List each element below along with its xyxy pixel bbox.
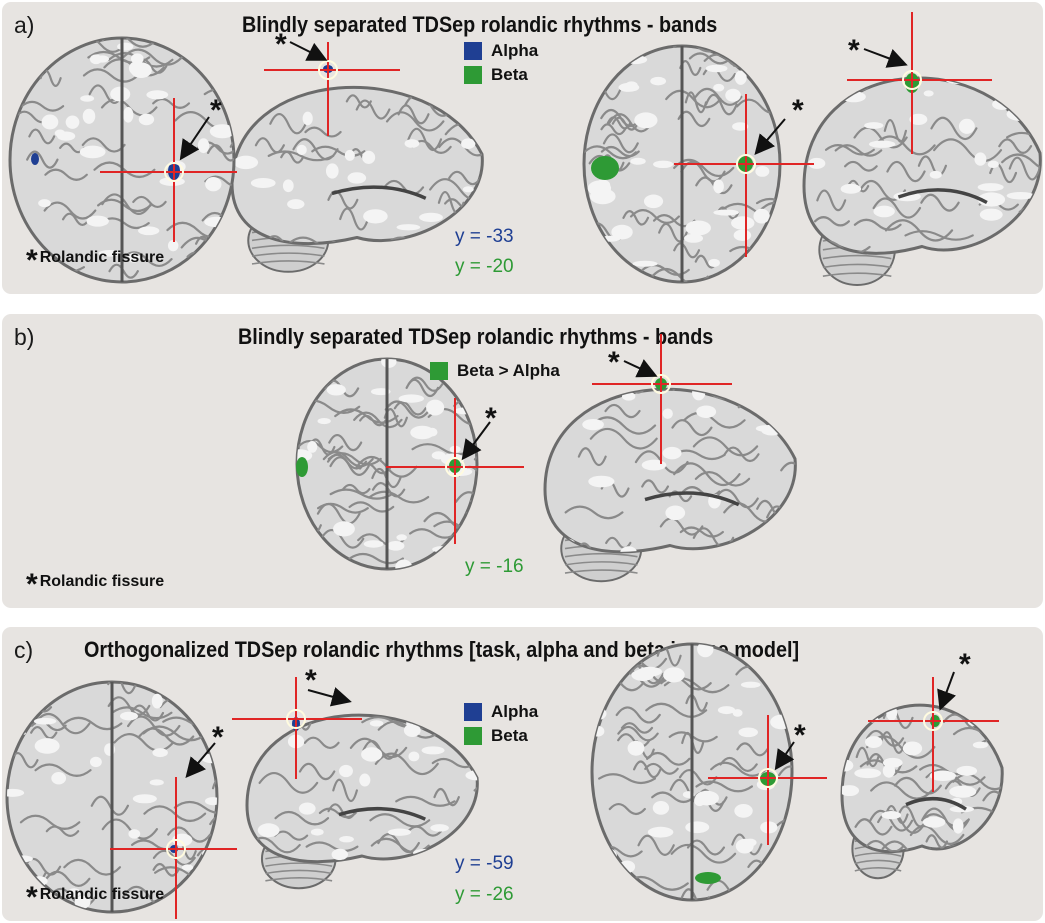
legend-swatch [464, 66, 482, 84]
legend: Alpha Beta [464, 39, 538, 87]
arrow-icon [461, 421, 491, 461]
arrow-icon [774, 741, 795, 771]
footnote-text: Rolandic fissure [39, 886, 165, 903]
alpha-activation-blob [31, 153, 39, 165]
panel-label: c) [14, 637, 34, 663]
arrow-icon [623, 359, 658, 378]
asterisk-marker: * [794, 719, 806, 752]
panel-title: Blindly separated TDSep rolandic rhythms… [242, 12, 718, 37]
legend-label: Beta > Alpha [457, 361, 560, 380]
axial-brain-image [295, 357, 479, 571]
beta-activation-blob [591, 156, 619, 180]
legend-label: Beta [491, 65, 528, 84]
footnote: *Rolandic fissure [26, 244, 164, 278]
brain-figures: ** [295, 334, 797, 583]
legend-swatch [464, 703, 482, 721]
footnote-marker: * [26, 244, 38, 277]
arrow-icon [754, 118, 786, 156]
arrow-icon [289, 41, 328, 61]
crosshair [847, 12, 992, 154]
footnote: *Rolandic fissure [26, 568, 164, 602]
arrow-icon [307, 687, 352, 707]
crosshair [592, 334, 732, 464]
sagittal-brain-image [802, 76, 1042, 287]
panel-b: b) Blindly separated TDSep rolandic rhyt… [2, 314, 1043, 608]
coordinate-label: y = -26 [455, 884, 514, 905]
legend-swatch [430, 362, 448, 380]
footnote-marker: * [26, 881, 38, 914]
coordinate-label: y = -33 [455, 226, 514, 247]
panel-label: b) [14, 324, 35, 350]
crosshair [868, 677, 999, 792]
coordinate-label: y = -16 [465, 556, 524, 577]
asterisk-marker: * [848, 34, 860, 67]
panel-title: Blindly separated TDSep rolandic rhythms… [238, 324, 714, 349]
arrow-icon [179, 116, 210, 161]
footnote-text: Rolandic fissure [39, 249, 165, 266]
crosshair [110, 777, 237, 919]
crosshair [386, 398, 524, 544]
legend: Alpha Beta [464, 700, 538, 748]
brain-figures: * * * * [8, 12, 1042, 287]
asterisk-marker: * [959, 648, 971, 681]
asterisk-marker: * [212, 721, 224, 754]
axial-brain-image [590, 642, 794, 902]
footnote: *Rolandic fissure [26, 881, 164, 915]
coordinate-label: y = -59 [455, 853, 514, 874]
sagittal-brain-image [543, 387, 797, 583]
legend-label: Beta [491, 726, 528, 745]
crosshair [264, 42, 400, 136]
asterisk-marker: * [210, 94, 222, 127]
crosshair [674, 94, 814, 257]
crosshair [100, 98, 237, 242]
legend-swatch [464, 727, 482, 745]
axial-brain-image [5, 680, 219, 914]
crosshair [232, 677, 362, 779]
asterisk-marker: * [792, 94, 804, 127]
legend: Beta > Alpha [430, 359, 560, 383]
asterisk-marker: * [275, 28, 287, 61]
panel-label: a) [14, 12, 35, 38]
crosshair [708, 715, 827, 845]
panel-c: c) Orthogonalized TDSep rolandic rhythms… [2, 627, 1043, 921]
footnote-marker: * [26, 568, 38, 601]
footnote-text: Rolandic fissure [39, 573, 165, 590]
coordinate-label: y = -20 [455, 256, 514, 277]
arrow-icon [937, 671, 956, 711]
asterisk-marker: * [608, 346, 620, 379]
panel-a: a) Blindly separated TDSep rolandic rhyt… [2, 2, 1043, 294]
arrow-icon [185, 742, 216, 779]
legend-item-beta: Beta [464, 63, 538, 87]
arrow-icon [863, 48, 908, 68]
legend-item-beta: Beta [464, 724, 538, 748]
legend-label: Alpha [491, 41, 539, 60]
legend-label: Alpha [491, 702, 539, 721]
beta-activation-blob [695, 872, 721, 884]
legend-swatch [464, 42, 482, 60]
legend-item-beta-gt-alpha: Beta > Alpha [430, 359, 560, 383]
beta-activation-blob [296, 457, 308, 477]
sagittal-brain-image [840, 703, 1004, 880]
legend-item-alpha: Alpha [464, 39, 538, 63]
asterisk-marker: * [305, 664, 317, 697]
axial-brain-image [582, 44, 782, 284]
asterisk-marker: * [485, 402, 497, 435]
legend-item-alpha: Alpha [464, 700, 538, 724]
brain-figures: * * * * [5, 642, 1004, 919]
